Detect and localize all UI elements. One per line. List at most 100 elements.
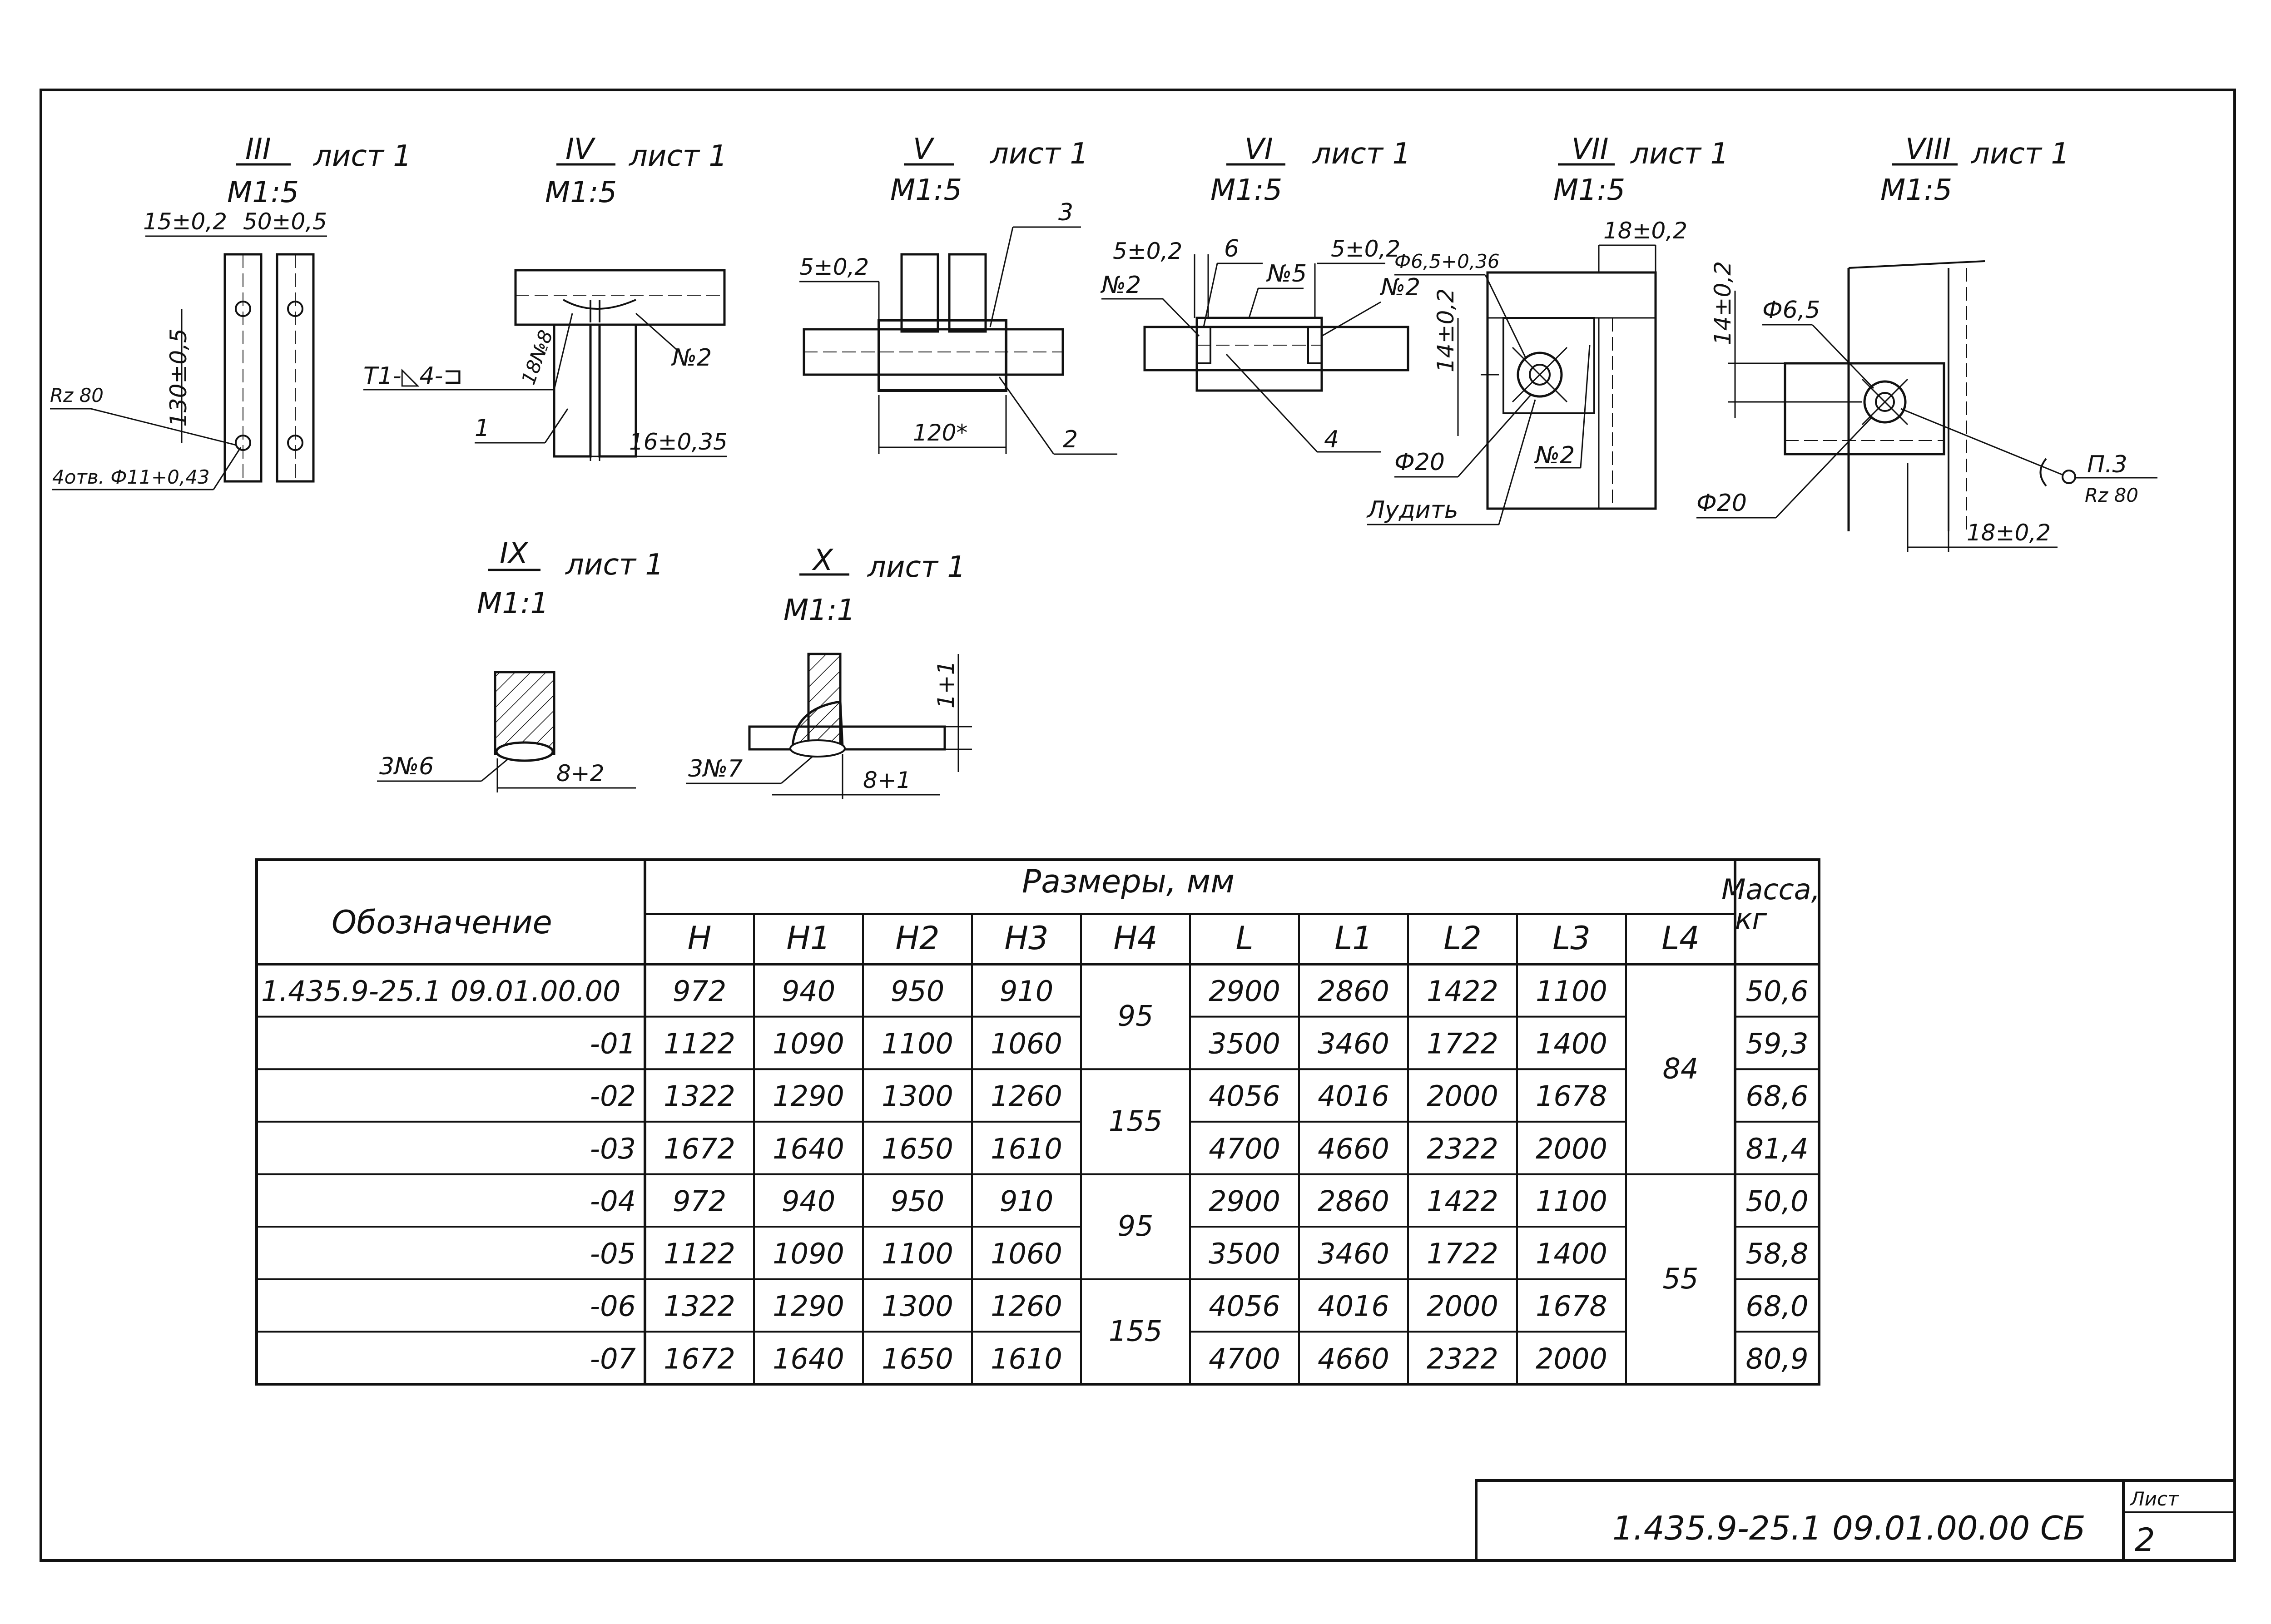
view-x-note-weld: 3№7 — [688, 755, 743, 782]
view-vi-dim-2: 5±0,2 — [1331, 236, 1400, 262]
table-cell-h2: 1100 — [882, 1237, 953, 1270]
view-vi: VI лист 1 М1:5 5±0,2 6 №2 №5 5±0,2 №2 4 — [1100, 133, 1420, 453]
view-v-dim-1: 5±0,2 — [799, 254, 869, 280]
view-iii-note-rz: Rz 80 — [50, 384, 104, 406]
table-cell-designation: -07 — [590, 1342, 636, 1375]
table-cell-mass: 80,9 — [1745, 1342, 1808, 1375]
table-cell-l: 4056 — [1209, 1290, 1280, 1323]
table-cell-l2: 2000 — [1427, 1079, 1498, 1113]
table-cell-h1: 1640 — [773, 1132, 844, 1165]
view-ix: IX лист 1 М1:1 3№6 8+2 — [377, 537, 664, 792]
view-iv-sheet-ref: лист 1 — [628, 139, 727, 173]
view-v-id: V — [913, 133, 935, 166]
table-cell-h: 1322 — [664, 1290, 735, 1323]
table-cell-l: 3500 — [1209, 1237, 1280, 1270]
view-iv-note-n2: №2 — [671, 344, 712, 371]
title-block: 1.435.9-25.1 09.01.00.00 СБ Лист 2 — [1475, 1479, 2236, 1562]
view-vi-sheet-ref: лист 1 — [1312, 137, 1411, 171]
view-x-scale: М1:1 — [783, 594, 855, 627]
view-x-dim-1: 8+1 — [863, 767, 911, 793]
view-v-dim-2: 120* — [913, 420, 967, 446]
table-cell-h4: 95 — [1118, 1000, 1154, 1033]
view-vii-sheet-ref: лист 1 — [1630, 137, 1729, 171]
view-iv-id: IV — [565, 133, 596, 166]
table-col-header: Н3 — [1004, 920, 1048, 957]
doc-number: 1.435.9-25.1 09.01.00.00 СБ — [1612, 1509, 2086, 1547]
table-cell-l1: 3460 — [1318, 1237, 1389, 1270]
table-cell-designation: -01 — [590, 1027, 636, 1060]
table-cell-l3: 1100 — [1536, 975, 1607, 1008]
view-viii-sheet-ref: лист 1 — [1970, 137, 2069, 171]
table-cell-l3: 1100 — [1536, 1184, 1607, 1218]
table-cell-l: 4056 — [1209, 1079, 1280, 1113]
table-cell-l2: 1722 — [1427, 1027, 1498, 1060]
table-cell-mass: 59,3 — [1745, 1027, 1808, 1060]
view-viii-note-f20: Ф20 — [1696, 490, 1747, 517]
view-iv-dim-1: 16±0,35 — [629, 429, 728, 455]
view-vi-scale: М1:5 — [1210, 173, 1282, 207]
table-cell-mass: 68,6 — [1745, 1079, 1808, 1113]
table-cell-h2: 1650 — [882, 1132, 953, 1165]
table-cell-l1: 2860 — [1318, 1184, 1389, 1218]
table-cell-h: 1322 — [664, 1079, 735, 1113]
view-vii-note-n2: №2 — [1534, 442, 1575, 469]
view-viii-id: VIII — [1905, 133, 1951, 166]
table-cell-mass: 58,8 — [1745, 1237, 1808, 1270]
table-cell-l2: 2322 — [1427, 1132, 1498, 1165]
view-vii: VII лист 1 М1:5 14±0,2 Ф6,5+0,36 18±0,2 … — [1366, 133, 1729, 525]
table-cell-h4: 155 — [1109, 1104, 1162, 1138]
table-cell-l: 2900 — [1209, 975, 1280, 1008]
table-col-header: Н — [688, 920, 712, 957]
view-viii-dim-1: 14±0,2 — [1710, 261, 1736, 345]
table-cell-l3: 1400 — [1536, 1027, 1607, 1060]
table-cell-l4: 84 — [1663, 1052, 1699, 1085]
table-cell-h1: 940 — [782, 1184, 835, 1218]
view-viii-note-p3: П.3 — [2087, 451, 2127, 478]
table-cell-designation: -06 — [590, 1290, 636, 1323]
table-cell-l1: 4016 — [1318, 1079, 1389, 1113]
table-col-header: L1 — [1334, 920, 1373, 957]
table-cell-h1: 940 — [782, 975, 835, 1008]
table-cell-h4: 95 — [1118, 1209, 1154, 1243]
table-cell-h3: 1260 — [991, 1290, 1062, 1323]
view-iii-dim-3: 130±0,5 — [165, 328, 192, 427]
view-iii-sheet-ref: лист 1 — [312, 139, 412, 173]
table-cell-designation: -05 — [590, 1237, 636, 1270]
view-vi-part-6: 6 — [1224, 235, 1239, 262]
table-cell-h3: 910 — [1000, 975, 1053, 1008]
view-iv-note-18: 18№8 — [517, 327, 557, 387]
table-cell-l1: 2860 — [1318, 975, 1389, 1008]
view-vii-dim-2: 18±0,2 — [1603, 218, 1687, 244]
view-x: X лист 1 М1:1 3№7 8+1 1+1 — [686, 544, 972, 799]
table-cell-h3: 1260 — [991, 1079, 1062, 1113]
view-x-id: X — [812, 544, 833, 577]
table-cell-l2: 2322 — [1427, 1342, 1498, 1375]
table-cell-mass: 68,0 — [1745, 1290, 1808, 1323]
table-cell-h1: 1090 — [773, 1237, 844, 1270]
view-vi-dim-1: 5±0,2 — [1113, 238, 1182, 264]
table-cell-l1: 3460 — [1318, 1027, 1389, 1060]
table-cell-h: 1672 — [664, 1132, 735, 1165]
view-x-sheet-ref: лист 1 — [867, 550, 966, 584]
table-cell-l2: 1722 — [1427, 1237, 1498, 1270]
table-cell-h2: 1100 — [882, 1027, 953, 1060]
view-v-part-3: 3 — [1058, 199, 1073, 226]
view-v-part-2: 2 — [1063, 426, 1078, 453]
view-viii-scale: М1:5 — [1880, 173, 1952, 207]
view-iv-part-1: 1 — [475, 415, 490, 442]
table-cell-h3: 1610 — [991, 1132, 1062, 1165]
view-viii-dim-3: 18±0,2 — [1967, 520, 2051, 546]
table-header-designation: Обозначение — [332, 904, 552, 941]
view-vi-id: VI — [1245, 133, 1273, 166]
table-col-header: Н2 — [895, 920, 939, 957]
table-cell-h1: 1640 — [773, 1342, 844, 1375]
table-cell-h: 1122 — [664, 1027, 735, 1060]
table-cell-h2: 1650 — [882, 1342, 953, 1375]
table-cell-h: 1122 — [664, 1237, 735, 1270]
table-col-header: L — [1236, 920, 1254, 957]
view-ix-id: IX — [500, 537, 529, 570]
view-v-scale: М1:5 — [890, 173, 962, 207]
table-cell-l2: 1422 — [1427, 1184, 1498, 1218]
